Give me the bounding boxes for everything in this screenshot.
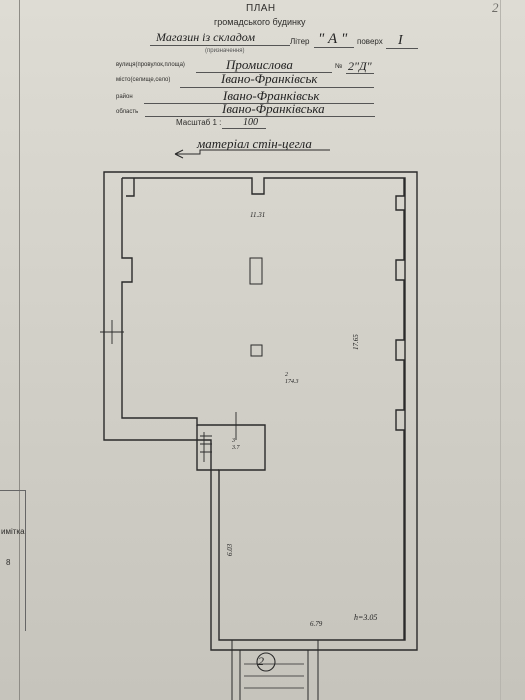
dimension-right: 17.65 — [352, 334, 360, 350]
district-underline — [144, 103, 374, 104]
scale-label: Масштаб 1 : — [176, 118, 222, 127]
street-underline — [196, 72, 332, 73]
floor-value: I — [398, 33, 403, 48]
building-type-underline — [150, 45, 290, 46]
street-value: Промислова — [226, 57, 293, 72]
house-number-label: № — [335, 63, 343, 70]
building-type-value: Магазин із складом — [156, 30, 255, 44]
city-label: місто(селище,село) — [116, 77, 171, 83]
liter-underline — [314, 47, 354, 48]
region-label: область — [116, 109, 139, 115]
page-number: 2 — [492, 0, 499, 15]
dimension-bottom: 6.79 — [310, 620, 323, 628]
small-room-number: 3 — [232, 438, 235, 444]
liter-value: " А " — [318, 31, 348, 47]
floor-underline — [386, 48, 418, 49]
city-value: Івано-Франківськ — [221, 71, 318, 86]
house-number-underline — [346, 73, 374, 74]
margin-stamp-value: 8 — [6, 558, 11, 567]
city-underline — [180, 87, 374, 88]
margin-stamp-box — [0, 490, 26, 631]
entrance-number: 2 — [258, 654, 264, 668]
dimension-top: 11.31 — [250, 211, 266, 219]
scale-underline — [222, 128, 266, 129]
margin-stamp-label: имітка — [1, 527, 25, 536]
plan-title: ПЛАН — [246, 3, 276, 14]
floor-label: поверх — [357, 37, 383, 46]
binding-margin-line — [19, 0, 20, 700]
wall-material-note: матеріал стін-цегла — [197, 136, 312, 151]
ceiling-height: h=3.05 — [354, 613, 378, 622]
main-room-number: 2 — [285, 372, 288, 378]
street-label: вулиця(провулок,площа) — [116, 62, 185, 68]
small-room-area: 3.7 — [232, 445, 240, 451]
dimension-left: 6.03 — [226, 543, 234, 556]
district-label: район — [116, 94, 133, 100]
region-underline — [145, 116, 375, 117]
plan-subtitle: громадського будинку — [214, 17, 306, 27]
district-value: Івано-Франківськ — [223, 88, 320, 103]
page-edge-line — [500, 0, 501, 700]
scale-value: 100 — [243, 117, 258, 128]
house-number-value: 2"Д" — [348, 59, 372, 73]
main-room-area: 174.3 — [285, 379, 299, 385]
region-value: Івано-Франківська — [222, 101, 325, 116]
purpose-hint: (призначення) — [205, 48, 245, 54]
liter-label: Літер — [290, 37, 310, 46]
